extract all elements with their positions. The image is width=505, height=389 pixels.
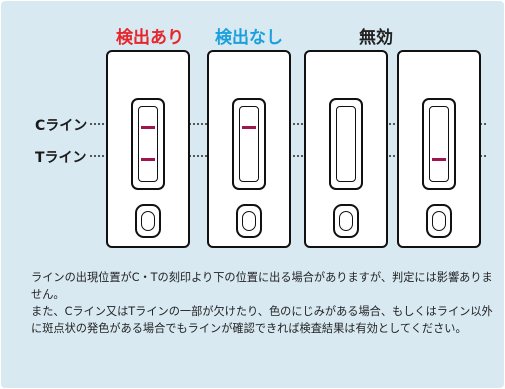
test-strip [239,106,259,182]
t-line-guide [189,155,207,157]
c-line-guide [476,123,486,125]
sample-well-inner [242,211,256,231]
test-strip [138,106,158,182]
sample-well [236,204,262,238]
sample-well-inner [141,211,155,231]
note-position: ラインの出現位置がC・Tの刻印より下の位置に出る場合がありますが、判定には影響あ… [31,271,493,301]
t-line-guide [90,155,104,157]
result-window [329,98,363,190]
header-negative: 検出なし [215,28,283,48]
result-window [422,98,456,190]
sample-well-inner [432,211,446,231]
test-strip [336,106,356,182]
test-cassette-positive [106,50,190,248]
c-line-guide [90,123,104,125]
c-line-guide [189,123,207,125]
sample-well-inner [339,211,353,231]
c-line-guide [289,123,303,125]
c-line-label: Cライン [35,118,88,134]
t-line-guide [476,155,486,157]
result-window [131,98,165,190]
note-validity: また、Cライン又はTラインの一部が欠けたり、色のにじみがある場合、もしくはライン… [31,305,493,335]
test-cassette-invalid-no-lines [304,50,388,248]
t-line-mark [141,158,155,161]
t-line-mark [432,158,446,161]
c-line-mark [242,126,256,129]
sample-well [135,204,161,238]
t-line-guide [381,155,395,157]
test-cassette-invalid-t-only [397,50,481,248]
header-invalid: 無効 [359,28,393,48]
explanatory-notes: ラインの出現位置がC・Tの刻印より下の位置に出る場合がありますが、判定には影響あ… [31,269,496,337]
test-strip [429,106,449,182]
test-cassette-negative [207,50,291,248]
sample-well [426,204,452,238]
c-line-mark [141,126,155,129]
t-line-guide [289,155,303,157]
sample-well [333,204,359,238]
header-positive: 検出あり [116,28,184,48]
c-line-guide [381,123,395,125]
t-line-label: Tライン [35,150,87,166]
result-window [232,98,266,190]
